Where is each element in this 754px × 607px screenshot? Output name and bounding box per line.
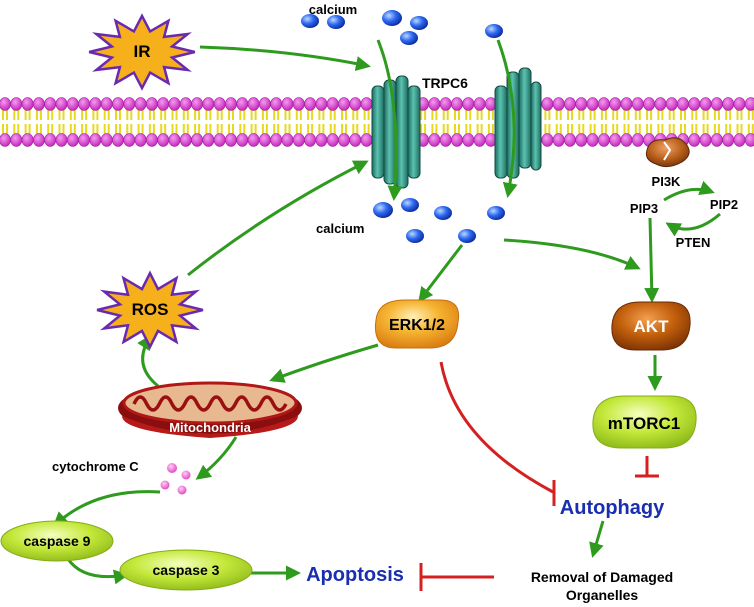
- arrow-calcium-into-left-channel: [376, 39, 403, 201]
- calcium-ions-extracellular: [301, 10, 503, 45]
- calcium-label-bottom: calcium: [316, 221, 364, 236]
- pten-label: PTEN: [676, 235, 711, 250]
- caspase3-label: caspase 3: [153, 562, 220, 578]
- arrow-calcium-to-akt: [503, 238, 641, 270]
- inhibition-lines: [419, 361, 659, 591]
- erk-label: ERK1/2: [389, 317, 445, 334]
- arrow-ir-to-trpc6: [199, 45, 371, 71]
- autophagy-label: Autophagy: [560, 497, 665, 519]
- arrow-pip3-to-akt: [644, 217, 660, 303]
- arrow-autophagy-to-removal: [589, 520, 605, 558]
- ros-burst: ROS: [96, 270, 204, 350]
- mitochondria-label: Mitochondria: [169, 420, 251, 435]
- arrow-cytochrome-to-caspase9: [52, 490, 161, 528]
- arrow-caspase9-to-caspase3: [66, 558, 129, 585]
- mtorc1-label: mTORC1: [608, 414, 680, 433]
- caspase9-node: caspase 9: [0, 520, 114, 562]
- arrow-pip2-to-pip3: [665, 212, 721, 237]
- akt-node: AKT: [611, 301, 691, 351]
- trpc6-channel-right: [494, 67, 542, 179]
- calcium-ions-intracellular: [373, 198, 505, 243]
- arrow-calcium-to-erk: [418, 244, 464, 303]
- apoptosis-label: Apoptosis: [306, 564, 404, 586]
- calcium-label-top: calcium: [309, 2, 357, 17]
- cytochrome-c-particles: [160, 463, 191, 495]
- inhibit-erk-to-autophagy: [439, 361, 554, 494]
- removal-label-line1: Removal of Damaged: [531, 569, 673, 585]
- mtorc1-node: mTORC1: [592, 395, 697, 449]
- arrow-mitochondria-to-cytochrome: [195, 436, 238, 480]
- pip3-label: PIP3: [630, 201, 658, 216]
- removal-label-line2: Organelles: [566, 587, 639, 603]
- mitochondria-organelle: Mitochondria: [118, 381, 302, 438]
- ir-burst: IR: [88, 13, 196, 91]
- arrow-pip3-to-pip2: [663, 180, 715, 202]
- trpc6-channel-left: [371, 75, 421, 189]
- arrow-erk-to-mitochondria: [269, 343, 379, 383]
- activation-arrows: [52, 39, 721, 585]
- ir-label: IR: [134, 42, 151, 61]
- akt-label: AKT: [634, 317, 670, 336]
- cytochrome-c-label: cytochrome C: [52, 459, 139, 474]
- pi3k-label: PI3K: [652, 174, 682, 189]
- pi3k-enzyme: [645, 137, 690, 168]
- pip2-label: PIP2: [710, 197, 738, 212]
- arrow-calcium-into-right-channel: [496, 39, 518, 198]
- caspase3-node: caspase 3: [119, 549, 253, 591]
- trpc6-label: TRPC6: [422, 75, 468, 91]
- caspase9-label: caspase 9: [24, 533, 91, 549]
- erk-node: ERK1/2: [374, 299, 460, 349]
- ros-label: ROS: [132, 300, 169, 319]
- arrow-ros-to-trpc6: [187, 160, 369, 277]
